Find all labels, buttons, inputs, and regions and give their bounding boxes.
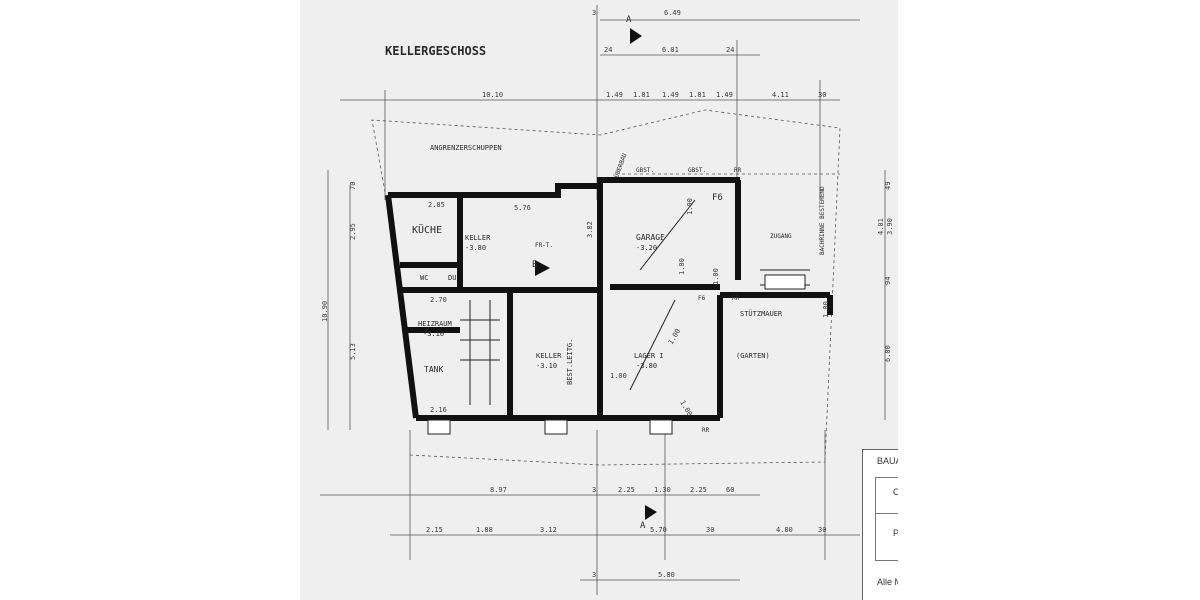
dim-bottom-2-2: 3.12 bbox=[540, 526, 557, 534]
dim-bottom-2-1: 1.88 bbox=[476, 526, 493, 534]
dim-inner-100f: 1.00 bbox=[822, 301, 830, 318]
dim-bottom-2-6: 30 bbox=[818, 526, 826, 534]
title-block-cell-a-text: O bbox=[893, 487, 898, 497]
dim-row3-3: 1.01 bbox=[689, 91, 706, 99]
label-best-leitg: BEST.LEITG. bbox=[566, 339, 574, 385]
dim-left-295: 2.95 bbox=[349, 223, 357, 240]
walls bbox=[385, 177, 833, 421]
section-mark-a-bottom: A bbox=[640, 521, 646, 531]
dim-bottom-2-3: 5.70 bbox=[650, 526, 667, 534]
dim-left-1090: 10.90 bbox=[321, 301, 329, 322]
label-ueberbau: ÜBERBAU bbox=[613, 152, 628, 179]
dim-bottom-1-0: 2.25 bbox=[618, 486, 635, 494]
label-rr-1: RR bbox=[734, 167, 742, 174]
room-garage-level: -3.20 bbox=[636, 244, 657, 252]
dim-inner-100d: 1.00 bbox=[610, 372, 627, 380]
label-gbst-2: GBST. bbox=[688, 167, 706, 174]
dim-bottom-897: 8.97 bbox=[490, 486, 507, 494]
label-gbst-1: GBST. bbox=[636, 167, 654, 174]
dim-top-649: 6.49 bbox=[664, 9, 681, 17]
dim-inner-270: 2.70 bbox=[430, 296, 447, 304]
plan-title: KELLERGESCHOSS bbox=[385, 44, 486, 58]
dim-top-24a: 24 bbox=[604, 46, 612, 54]
dim-inner-100b: 1.00 bbox=[678, 258, 686, 275]
dimension-lines bbox=[320, 5, 886, 595]
title-block-cell-b-text: P bbox=[893, 528, 898, 538]
label-fr-t: FR-T. bbox=[535, 242, 553, 249]
room-tank: TANK bbox=[424, 365, 443, 374]
dim-bottom-2-4: 30 bbox=[706, 526, 714, 534]
section-mark-b: B bbox=[532, 260, 537, 270]
dim-bottom-2-0: 2.15 bbox=[426, 526, 443, 534]
dim-r-49: 49 bbox=[884, 182, 892, 190]
dim-bottom-2-5: 4.80 bbox=[776, 526, 793, 534]
dim-top-24b: 24 bbox=[726, 46, 734, 54]
dim-row3-5: 4.11 bbox=[772, 91, 789, 99]
dim-bottom-1-3: 60 bbox=[726, 486, 734, 494]
dim-inner-216: 2.16 bbox=[430, 406, 447, 414]
dim-top-3: 3 bbox=[592, 9, 596, 17]
title-block-header: BAUA bbox=[877, 456, 898, 466]
room-keller-mid: KELLER bbox=[536, 352, 562, 360]
label-bachrinne: BACHRINNE BESTEHEND bbox=[819, 186, 826, 255]
room-heizraum-level: -3.10 bbox=[423, 330, 444, 338]
dim-bottom-580: 5.80 bbox=[658, 571, 675, 579]
dim-bottom-1-1: 1.30 bbox=[654, 486, 671, 494]
plan-sheet: KELLERGESCHOSS ANGRENZERSCHUPPEN KÜCHE K… bbox=[300, 0, 898, 600]
dim-inner-100g: 1.00 bbox=[712, 268, 720, 285]
room-garten: (GARTEN) bbox=[736, 352, 770, 360]
label-zugang: ZUGANG bbox=[770, 233, 792, 240]
room-kueche: KÜCHE bbox=[412, 223, 442, 236]
section-mark-a-top: A bbox=[626, 15, 632, 25]
label-rr-2: RR bbox=[732, 295, 740, 302]
dim-row3-left: 10.10 bbox=[482, 91, 503, 99]
dim-r-94: 94 bbox=[884, 277, 892, 285]
room-keller-top-level: -3.80 bbox=[465, 244, 486, 252]
dim-r-401: 4.01 bbox=[877, 218, 885, 235]
room-du: DU bbox=[448, 274, 456, 282]
window-wells bbox=[427, 274, 806, 435]
dim-row3-2: 1.49 bbox=[662, 91, 679, 99]
label-stuetzmauer: STÜTZMAUER bbox=[740, 309, 783, 318]
room-lager: LAGER I bbox=[634, 352, 664, 360]
dim-row3-1: 1.01 bbox=[633, 91, 650, 99]
room-wc: WC bbox=[420, 274, 428, 282]
room-keller-mid-level: -3.10 bbox=[536, 362, 557, 370]
dim-inner-382: 3.82 bbox=[586, 221, 594, 238]
dim-bottom-3b: 3 bbox=[592, 571, 596, 579]
room-heizraum: HEIZRAUM bbox=[418, 320, 452, 328]
dim-inner-100c: 1.00 bbox=[667, 327, 682, 346]
dim-top-601: 6.01 bbox=[662, 46, 679, 54]
dim-left-70: 70 bbox=[349, 182, 357, 190]
label-f6-b: F6 bbox=[698, 295, 706, 302]
title-block-cell-a: O bbox=[875, 477, 898, 514]
dim-inner-100a: 1.00 bbox=[686, 198, 694, 215]
room-garage: GARAGE bbox=[636, 233, 665, 242]
dim-row3-4: 1.49 bbox=[716, 91, 733, 99]
floor-plan: KELLERGESCHOSS ANGRENZERSCHUPPEN KÜCHE K… bbox=[320, 5, 894, 595]
section-arrows bbox=[535, 28, 657, 520]
dim-left-513: 5.13 bbox=[349, 343, 357, 360]
dim-bottom-1-2: 2.25 bbox=[690, 486, 707, 494]
label-f6-a: F6 bbox=[712, 193, 723, 203]
title-block-cell-b: P bbox=[875, 512, 898, 561]
dim-row3-0: 1.49 bbox=[606, 91, 623, 99]
dim-inner-285: 2.85 bbox=[428, 201, 445, 209]
dim-bottom-3a: 3 bbox=[592, 486, 596, 494]
neighbor-label: ANGRENZERSCHUPPEN bbox=[430, 144, 502, 152]
dim-r-390: 3.90 bbox=[886, 218, 894, 235]
title-block-footer: Alle M bbox=[877, 577, 898, 587]
dim-inner-576: 5.76 bbox=[514, 204, 531, 212]
dim-r-600: 6.00 bbox=[884, 345, 892, 362]
room-lager-level: -3.80 bbox=[636, 362, 657, 370]
label-rr-3: RR bbox=[702, 427, 710, 434]
dim-row3-6: 30 bbox=[818, 91, 826, 99]
site-outline bbox=[371, 109, 841, 466]
room-keller-top: KELLER bbox=[465, 234, 491, 242]
title-block: BAUA O P Alle M bbox=[862, 449, 898, 600]
dim-inner-100e: 1.00 bbox=[678, 399, 693, 418]
